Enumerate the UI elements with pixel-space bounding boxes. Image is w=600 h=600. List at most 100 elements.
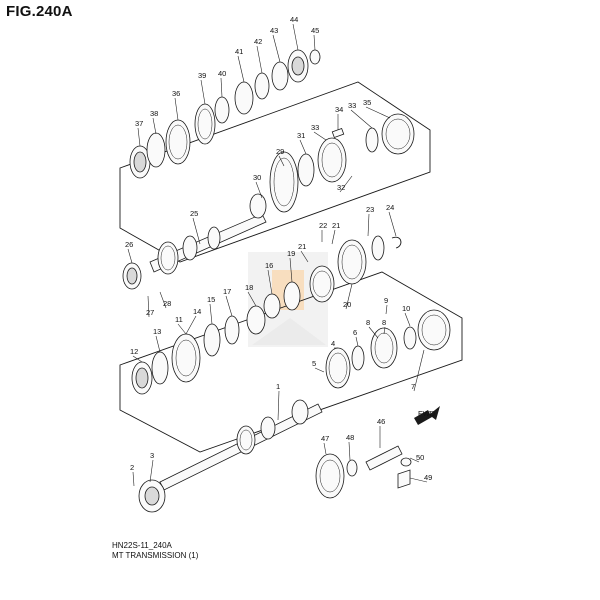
leader-line-48 — [348, 441, 351, 461]
callout-37: 37 — [135, 119, 143, 128]
callout-50: 50 — [416, 453, 424, 462]
input-shaft — [138, 399, 323, 513]
countershaft — [122, 193, 267, 290]
leader-line-26 — [127, 248, 133, 264]
leader-line-1 — [277, 390, 280, 421]
callout-8: 8 — [382, 318, 386, 327]
leader-line-27 — [147, 295, 150, 318]
callout-41: 41 — [235, 47, 243, 56]
leader-line-41 — [237, 55, 245, 83]
leader-line-39 — [200, 79, 206, 105]
callout-33: 33 — [311, 123, 319, 132]
leader-line-17 — [225, 295, 233, 317]
callout-31: 31 — [297, 131, 305, 140]
callout-13: 13 — [153, 327, 161, 336]
callout-21: 21 — [332, 221, 340, 230]
middle-left-gears — [131, 305, 266, 395]
callout-10: 10 — [402, 304, 410, 313]
leader-line-5 — [314, 367, 325, 373]
leader-line-23 — [367, 213, 370, 237]
leader-line-25 — [192, 217, 201, 245]
synchro-group — [325, 309, 451, 389]
callout-26: 26 — [125, 240, 133, 249]
leader-line-42 — [256, 45, 263, 74]
leader-line-37 — [137, 127, 141, 147]
callout-7: 7 — [411, 382, 415, 391]
leader-line-11 — [177, 323, 187, 335]
callout-24: 24 — [386, 203, 394, 212]
callout-49: 49 — [424, 473, 432, 482]
svg-text:FWD: FWD — [418, 409, 436, 418]
leader-line-29 — [278, 155, 285, 167]
callout-22: 22 — [319, 221, 327, 230]
callout-39: 39 — [198, 71, 206, 80]
callout-36: 36 — [172, 89, 180, 98]
callout-47: 47 — [321, 434, 329, 443]
callout-32: 32 — [337, 183, 345, 192]
callout-21: 21 — [298, 242, 306, 251]
leader-line-45 — [313, 34, 316, 51]
callout-4: 4 — [331, 339, 335, 348]
leader-line-44 — [292, 23, 299, 51]
figure-title: FIG.240A — [6, 3, 73, 20]
top-assembly — [129, 49, 321, 179]
callout-46: 46 — [377, 417, 385, 426]
leader-line-47 — [323, 442, 327, 455]
callout-45: 45 — [311, 26, 319, 35]
leader-line-12 — [132, 355, 143, 363]
callout-43: 43 — [270, 26, 278, 35]
callout-17: 17 — [223, 287, 231, 296]
upper-gear-group — [269, 113, 415, 213]
callout-6: 6 — [353, 328, 357, 337]
leader-line-50 — [409, 457, 420, 463]
callout-27: 27 — [146, 308, 154, 317]
callout-38: 38 — [150, 109, 158, 118]
callout-48: 48 — [346, 433, 354, 442]
callout-12: 12 — [130, 347, 138, 356]
leader-line-21 — [300, 250, 309, 263]
callout-40: 40 — [218, 69, 226, 78]
leader-line-36 — [174, 97, 179, 121]
leader-line-14 — [185, 315, 197, 335]
leader-line-15 — [209, 303, 213, 325]
callout-44: 44 — [290, 15, 298, 24]
leader-line-16 — [267, 269, 273, 295]
callout-2: 2 — [130, 463, 134, 472]
callout-11: 11 — [175, 315, 183, 324]
leader-line-40 — [220, 77, 223, 98]
middle-group-outline — [119, 271, 463, 453]
leader-line-28 — [159, 291, 167, 309]
leader-line-8 — [383, 326, 386, 335]
leader-line-10 — [404, 312, 411, 327]
callout-14: 14 — [193, 307, 201, 316]
figure-code: HN22S-11_240A — [112, 541, 172, 550]
figure-caption: MT TRANSMISSION (1) — [112, 551, 199, 560]
middle-right-gears — [263, 235, 402, 319]
callout-35: 35 — [363, 98, 371, 107]
callout-23: 23 — [366, 205, 374, 214]
callout-29: 29 — [276, 147, 284, 156]
leader-line-21 — [331, 229, 336, 245]
callout-30: 30 — [253, 173, 261, 182]
leader-line-35 — [365, 106, 391, 119]
leader-line-8 — [368, 326, 379, 339]
callout-20: 20 — [343, 300, 351, 309]
reverse-idler-group — [315, 445, 412, 499]
callout-18: 18 — [245, 283, 253, 292]
forward-direction-arrow: FWD — [414, 406, 440, 425]
leader-line-2 — [132, 471, 135, 487]
leader-line-18 — [247, 291, 257, 307]
leader-line-19 — [289, 257, 293, 283]
leader-line-32 — [339, 175, 353, 193]
leader-line-24 — [388, 211, 397, 237]
callout-33: 33 — [348, 101, 356, 110]
callout-9: 9 — [384, 296, 388, 305]
leader-line-33 — [350, 109, 373, 129]
leader-line-7 — [413, 349, 425, 392]
callout-25: 25 — [190, 209, 198, 218]
leader-line-3 — [149, 459, 154, 483]
callout-1: 1 — [276, 382, 280, 391]
leader-line-13 — [155, 335, 161, 353]
